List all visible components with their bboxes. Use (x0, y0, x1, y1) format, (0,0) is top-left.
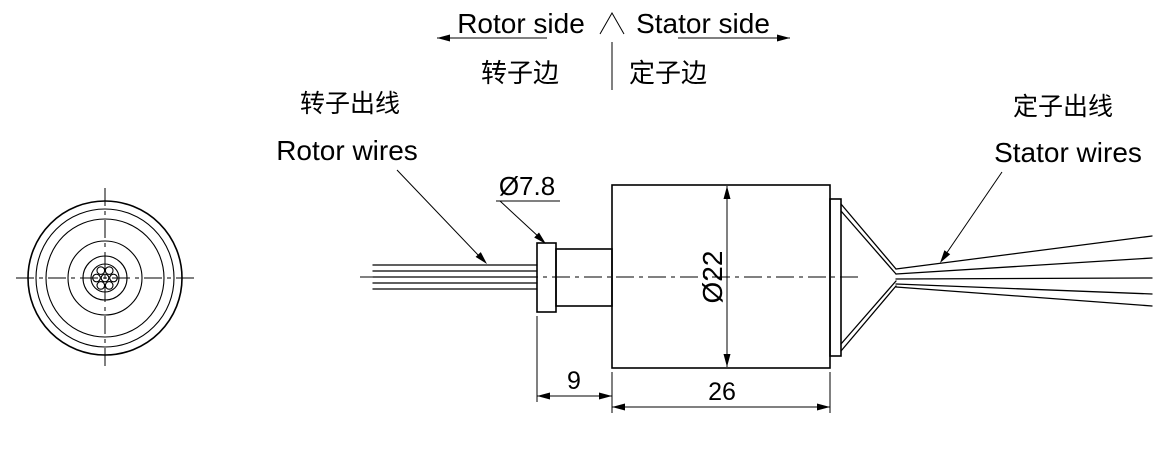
wire-line (840, 203, 897, 270)
stator-wires-label-zh: 定子出线 (1013, 93, 1113, 121)
stator-side-label-zh: 定子边 (629, 58, 707, 88)
front-view (16, 188, 194, 368)
wire-line (895, 283, 1153, 295)
dim-body-diameter-top-arrowhead-icon (723, 186, 731, 199)
dim-cap-length: 9 (536, 316, 613, 402)
wire-strand (92, 273, 101, 283)
front-view-circle (67, 240, 143, 316)
wire-line (895, 257, 1153, 275)
wire-line (895, 235, 1153, 270)
stator-wires-leader-arrowhead-icon (940, 250, 951, 263)
dim-body-diameter-bottom-arrowhead-icon (723, 354, 731, 367)
wire-line (840, 285, 897, 352)
wire-bundle-cross-section (92, 266, 118, 290)
rotor-side-label: Rotor side (457, 8, 585, 39)
wire-strand (109, 273, 118, 283)
wire-strand (104, 266, 114, 275)
side-view (360, 184, 1153, 369)
rotor-side-arrowhead-icon (437, 34, 450, 42)
rotor-wire-lines (372, 264, 538, 290)
divider-caret (599, 11, 625, 35)
dim-cap-length-right-arrowhead-icon (599, 392, 612, 400)
stator-wire-lines (840, 203, 1153, 352)
front-view-outer-circle (27, 200, 183, 356)
stator-side-label: Stator side (636, 8, 770, 39)
front-view-circle (35, 208, 175, 348)
dim-wire-exit-leader-line (499, 200, 541, 239)
wire-strand (100, 273, 110, 283)
dim-wire-exit-arrowhead-icon (534, 232, 546, 244)
dim-body-diameter-value: Ø22 (697, 251, 728, 304)
wire-line (840, 210, 897, 275)
dim-body-length: 26 (611, 372, 831, 413)
dim-body-length-right-arrowhead-icon (817, 403, 830, 411)
rotor-wires-leader-arrowhead-icon (475, 252, 487, 264)
stator-wires-leader-line (945, 171, 1003, 255)
callout-stator-wires: 定子出线 Stator wires (940, 93, 1142, 263)
dim-body-diameter: Ø22 (697, 186, 731, 367)
front-view-wire-hole-circle (90, 263, 120, 293)
stator-wires-label: Stator wires (994, 137, 1142, 168)
dim-wire-exit-diameter: Ø7.8 (496, 171, 560, 244)
header: Rotor side Stator side 转子边 定子边 (437, 8, 790, 90)
wire-strand (96, 281, 106, 290)
wire-strand (96, 266, 106, 275)
callout-rotor-wires: 转子出线 Rotor wires (276, 90, 487, 264)
wire-line (895, 286, 1153, 307)
dim-wire-exit-diameter-value: Ø7.8 (499, 171, 555, 201)
rotor-wires-label: Rotor wires (276, 135, 418, 166)
dim-cap-length-left-arrowhead-icon (537, 392, 550, 400)
front-view-circle (82, 255, 128, 301)
front-view-circle (45, 218, 165, 338)
wire-line (895, 277, 1153, 280)
wire-strand (104, 281, 114, 290)
dim-body-length-value: 26 (708, 378, 736, 406)
dim-cap-length-value: 9 (567, 367, 581, 395)
rotor-wires-leader-line (396, 169, 481, 258)
stator-end-cap (829, 198, 842, 357)
stator-side-arrowhead-icon (777, 34, 790, 42)
wire-line (840, 280, 897, 345)
dim-body-length-left-arrowhead-icon (612, 403, 625, 411)
rotor-wires-label-zh: 转子出线 (300, 90, 400, 118)
rotor-side-label-zh: 转子边 (481, 58, 559, 88)
